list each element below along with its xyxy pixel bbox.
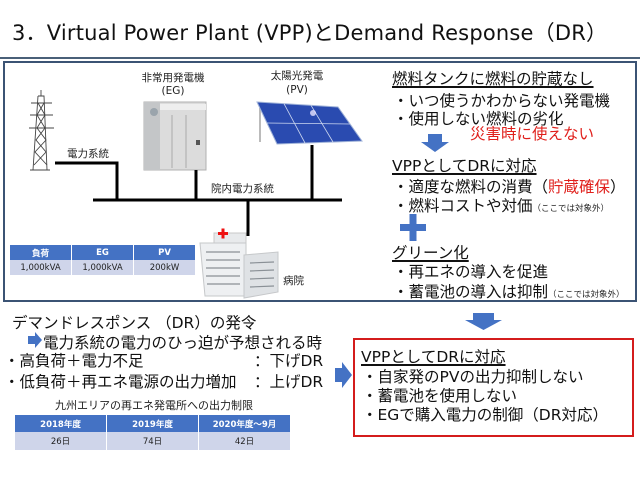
conclusion-bullet: ・EGで購入電力の制御（DR対応） — [362, 406, 609, 424]
issues-bullet: ・使用しない燃料の劣化 — [393, 110, 564, 128]
grid-label: 電力系統 — [67, 148, 109, 160]
vpp-bullet-text: ・適度な燃料の消費（ — [393, 178, 549, 196]
generator-icon — [143, 101, 207, 171]
vpp-heading: VPPとしてDRに対応 — [392, 157, 537, 175]
curtailment-header: 2018年度 — [15, 415, 107, 432]
hospital-icon — [199, 228, 279, 299]
capacity-header-pv: PV — [133, 245, 196, 260]
title-divider — [0, 57, 640, 59]
capacity-load-value: 1,000kVA — [10, 260, 72, 275]
capacity-table: 負荷 EG PV 1,000kVA 1,000kVA 200kW — [10, 245, 196, 275]
curtailment-value-row: 26日 74日 42日 — [15, 432, 291, 450]
capacity-pv-value: 200kW — [133, 260, 196, 275]
conclusion-heading: VPPとしてDRに対応 — [361, 348, 506, 366]
bus-label: 院内電力系統 — [211, 183, 274, 195]
dr-case-action: ：下げDR — [254, 352, 324, 370]
solar-panel-icon — [256, 101, 363, 145]
conclusion-box — [353, 338, 634, 437]
issues-heading: 燃料タンクに燃料の貯蔵なし — [392, 70, 594, 88]
curtailment-title: 九州エリアの再エネ発電所への出力制限 — [55, 399, 253, 412]
curtailment-value: 74日 — [106, 432, 199, 450]
system-overview-frame — [3, 61, 637, 302]
hospital-label: 病院 — [283, 275, 304, 287]
out-of-scope-note: （ここでは対象外） — [548, 290, 625, 300]
slide-title: 3．Virtual Power Plant (VPP)とDemand Respo… — [12, 21, 608, 45]
curtailment-table: 2018年度 2019年度 2020年度～9月 26日 74日 42日 — [15, 415, 291, 450]
pv-abbr: (PV) — [286, 84, 308, 96]
vpp-bullet-text: ・燃料コストや対価 — [393, 197, 533, 215]
vpp-bullet-fuel-consumption: ・適度な燃料の消費（貯蔵確保） — [393, 175, 626, 197]
issues-bullet: ・いつ使うかわからない発電機 — [393, 92, 611, 110]
arrow-down-icon — [465, 313, 502, 330]
dr-case-condition: ・高負荷＋電力不足 — [4, 352, 144, 370]
eg-label: 非常用発電機 — [141, 72, 205, 84]
vpp-bullet-suffix: ） — [610, 178, 626, 196]
issues-consequence: 災害時に使えない — [470, 125, 595, 143]
dr-case-action: ：上げDR — [254, 373, 324, 391]
out-of-scope-note: （ここでは対象外） — [532, 204, 610, 214]
conclusion-bullet: ・蓄電池を使用しない — [362, 387, 518, 405]
transmission-tower-icon — [29, 90, 54, 171]
dr-case-condition: ・低負荷＋再エネ電源の出力増加 — [4, 373, 237, 391]
green-bullet-text: ・蓄電池の導入は抑制 — [393, 283, 549, 301]
curtailment-header: 2019年度 — [106, 415, 199, 432]
arrow-down-icon — [421, 134, 449, 152]
vpp-bullet-fuel-cost: ・燃料コストや対価（ここでは対象外） — [393, 194, 609, 216]
dr-trigger: 電力系統の電力のひっ迫が予想される時 — [43, 334, 323, 352]
curtailment-header-row: 2018年度 2019年度 2020年度～9月 — [15, 415, 291, 432]
green-heading: グリーン化 — [392, 244, 469, 262]
curtailment-value: 42日 — [198, 432, 291, 450]
capacity-eg-value: 1,000kVA — [71, 260, 134, 275]
eg-abbr: (EG) — [161, 85, 185, 97]
capacity-table-header: 負荷 EG PV — [10, 245, 196, 260]
arrow-right-small-icon — [28, 332, 42, 348]
curtailment-header: 2020年度～9月 — [198, 415, 291, 432]
capacity-header-eg: EG — [71, 245, 134, 260]
capacity-header-load: 負荷 — [10, 245, 72, 260]
wiring-lines — [55, 145, 342, 236]
green-bullet: ・再エネの導入を促進 — [393, 263, 549, 281]
conclusion-bullet: ・自家発のPVの出力抑制しない — [362, 368, 584, 386]
green-bullet-battery: ・蓄電池の導入は抑制（ここでは対象外） — [393, 280, 625, 302]
vpp-bullet-highlight: 貯蔵確保 — [548, 178, 611, 196]
plus-icon — [400, 214, 426, 241]
capacity-table-row: 1,000kVA 1,000kVA 200kW — [10, 260, 196, 275]
curtailment-value: 26日 — [15, 432, 107, 450]
dr-heading: デマンドレスポンス （DR）の発令 — [12, 314, 257, 332]
pv-label: 太陽光発電 — [270, 70, 324, 82]
arrow-right-icon — [335, 362, 352, 388]
